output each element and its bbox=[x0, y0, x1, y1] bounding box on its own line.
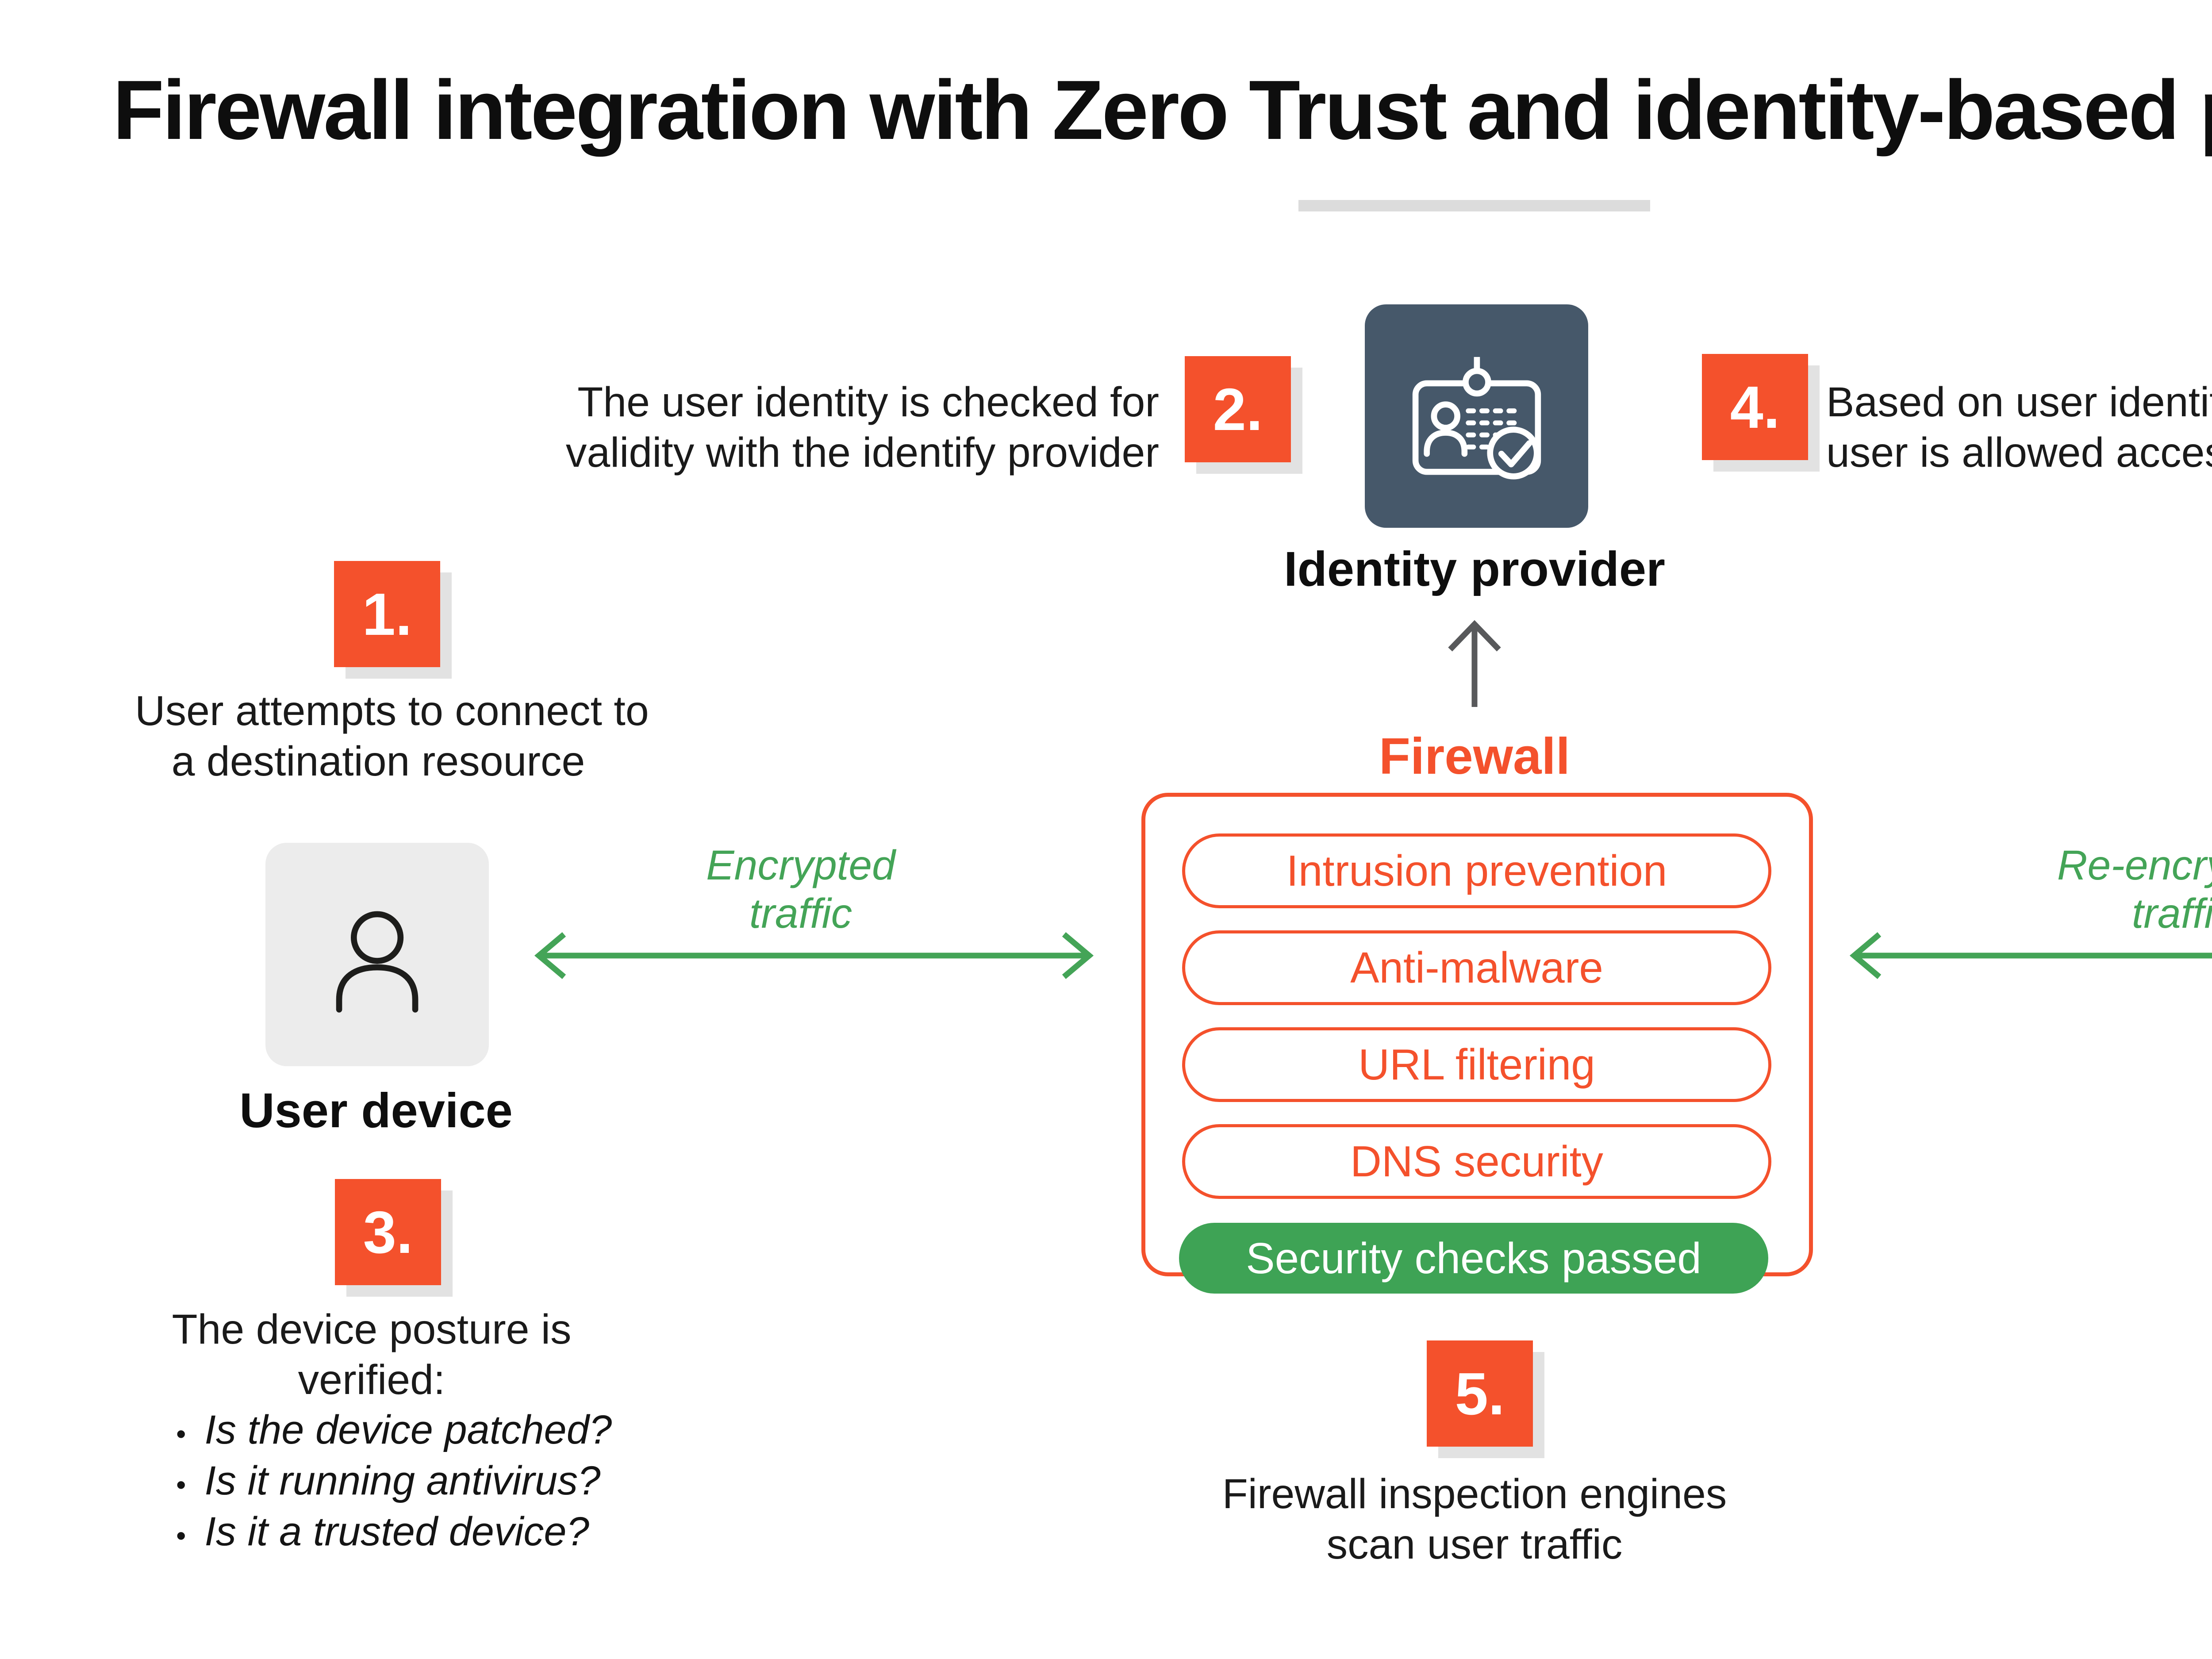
page-title: Firewall integration with Zero Trust and… bbox=[113, 63, 2212, 157]
re-encrypted-traffic-line-2: traffic bbox=[2131, 890, 2212, 937]
firewall-engine-anti-malware: Anti-malware bbox=[1182, 930, 1771, 1005]
step-1-line-1: User attempts to connect to bbox=[135, 687, 649, 734]
title-divider bbox=[1298, 200, 1650, 211]
step-4-line-1: Based on user identity, policy is checke… bbox=[1826, 379, 2212, 426]
step-1-line-2: a destination resource bbox=[171, 738, 585, 785]
id-badge-icon bbox=[1412, 357, 1541, 480]
encrypted-traffic-arrow bbox=[534, 932, 1094, 979]
step-2-line-2: validity with the identify provider bbox=[565, 429, 1159, 476]
identity-provider-tile bbox=[1365, 304, 1588, 528]
identity-provider-label: Identity provider bbox=[1284, 542, 1665, 596]
re-encrypted-traffic-line-1: Re-encrypted bbox=[2057, 842, 2212, 889]
bullet-dot: • bbox=[176, 1469, 186, 1501]
user-device-tile bbox=[265, 843, 489, 1066]
bullet-item: • Is it running antivirus? bbox=[176, 1458, 612, 1509]
step-4-badge: 4. bbox=[1702, 354, 1808, 460]
step-2-number: 2. bbox=[1213, 376, 1263, 443]
step-4-number: 4. bbox=[1730, 373, 1780, 441]
bullet-item: • Is the device patched? bbox=[176, 1407, 612, 1458]
step-4-line-2: user is allowed access to the destinatio… bbox=[1826, 429, 2212, 476]
firewall-engine-url-filtering: URL filtering bbox=[1182, 1027, 1771, 1102]
step-1-note: User attempts to connect to a destinatio… bbox=[135, 686, 649, 787]
step-2-badge: 2. bbox=[1185, 356, 1291, 462]
step-5-line-1: Firewall inspection engines bbox=[1222, 1471, 1727, 1517]
re-encrypted-traffic-arrow bbox=[1849, 932, 2212, 979]
bullet-dot: • bbox=[176, 1520, 186, 1551]
firewall-engine-dns-security: DNS security bbox=[1182, 1124, 1771, 1199]
step-5-note: Firewall inspection engines scan user tr… bbox=[1187, 1469, 1762, 1570]
step-5-badge: 5. bbox=[1427, 1340, 1533, 1447]
firewall-engine-intrusion-prevention: Intrusion prevention bbox=[1182, 833, 1771, 908]
step-5-number: 5. bbox=[1455, 1360, 1505, 1427]
bullet-item: • Is it a trusted device? bbox=[176, 1509, 612, 1559]
step-2-note: The user identity is checked for validit… bbox=[531, 377, 1159, 478]
bullet-dot: • bbox=[176, 1418, 186, 1450]
person-icon bbox=[336, 911, 418, 1013]
step-3-bullets: • Is the device patched? • Is it running… bbox=[176, 1407, 612, 1559]
step-3-note: The device posture is verified: bbox=[128, 1304, 615, 1405]
encrypted-traffic-label: Encrypted traffic bbox=[624, 841, 978, 938]
encrypted-traffic-line-2: traffic bbox=[749, 890, 853, 937]
step-1-badge: 1. bbox=[334, 561, 440, 667]
step-4-note: Based on user identity, policy is checke… bbox=[1826, 377, 2212, 478]
step-5-line-2: scan user traffic bbox=[1326, 1521, 1623, 1568]
step-2-line-1: The user identity is checked for bbox=[577, 379, 1159, 426]
bullet-text-1: Is the device patched? bbox=[204, 1407, 612, 1452]
re-encrypted-traffic-label: Re-encrypted traffic bbox=[2006, 841, 2212, 938]
step-3-line-2: verified: bbox=[298, 1356, 445, 1403]
security-checks-passed-pill: Security checks passed bbox=[1179, 1223, 1768, 1294]
bullet-text-3: Is it a trusted device? bbox=[204, 1509, 589, 1554]
step-3-badge: 3. bbox=[335, 1179, 441, 1285]
encrypted-traffic-line-1: Encrypted bbox=[706, 842, 895, 889]
step-3-number: 3. bbox=[363, 1198, 413, 1266]
user-device-label: User device bbox=[239, 1083, 513, 1138]
step-3-line-1: The device posture is bbox=[172, 1306, 572, 1353]
firewall-to-idp-arrow bbox=[1448, 620, 1501, 707]
step-1-number: 1. bbox=[362, 580, 412, 648]
firewall-label: Firewall bbox=[1379, 727, 1570, 785]
bullet-text-2: Is it running antivirus? bbox=[204, 1458, 601, 1503]
